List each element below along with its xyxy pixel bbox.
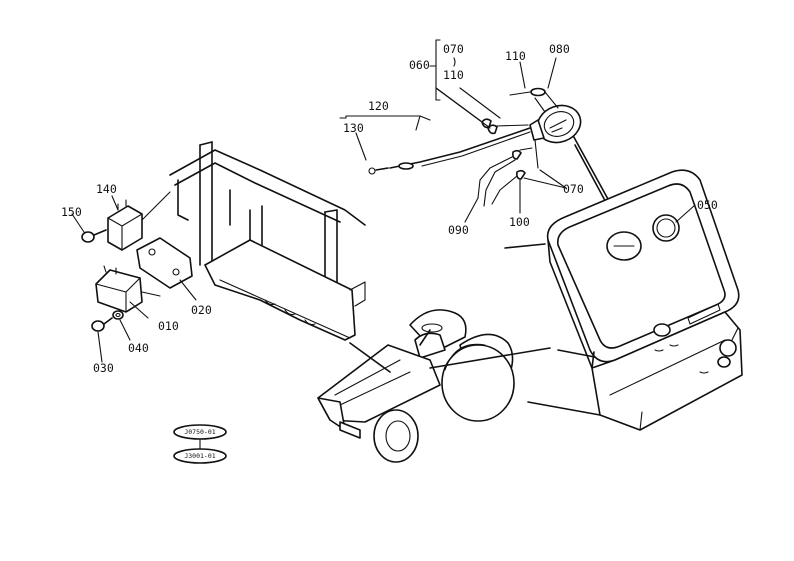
bolt-030 [91, 317, 113, 332]
serial-badge-bottom [173, 448, 227, 464]
label-130: 130 [343, 121, 364, 135]
label-020: 020 [191, 303, 212, 317]
relay-140 [107, 191, 171, 251]
label-040: 040 [128, 341, 149, 355]
serial-bottom: J3001-01 [184, 452, 215, 460]
label-080: 080 [549, 42, 570, 56]
bracket-020 [136, 237, 193, 289]
label-120: 120 [368, 99, 389, 113]
label-150: 150 [61, 205, 82, 219]
label-030: 030 [93, 361, 114, 375]
mounting-frame [169, 141, 366, 303]
flasher-010 [95, 265, 161, 313]
label-010: 010 [158, 319, 179, 333]
label-070-lower: 070 [563, 182, 584, 196]
serial-top: J0750-01 [184, 428, 215, 436]
leader-lines [71, 39, 696, 363]
label-110-top: 110 [443, 68, 464, 82]
bolt-150 [81, 229, 107, 243]
serial-badges: J0750-01 J3001-01 [173, 424, 227, 464]
label-110: 110 [505, 49, 526, 63]
label-070-top: 070 [443, 42, 464, 56]
part-labels: 070 060 110 110 080 120 130 070 090 100 … [61, 42, 718, 375]
instrument-panel [546, 169, 743, 431]
label-140: 140 [96, 182, 117, 196]
washer-040 [112, 310, 124, 320]
label-060: 060 [409, 58, 430, 72]
back-plate [204, 239, 366, 341]
tractor [317, 309, 515, 463]
label-050: 050 [697, 198, 718, 212]
label-100: 100 [509, 215, 530, 229]
label-090: 090 [448, 223, 469, 237]
hour-meter-assembly [368, 87, 582, 207]
